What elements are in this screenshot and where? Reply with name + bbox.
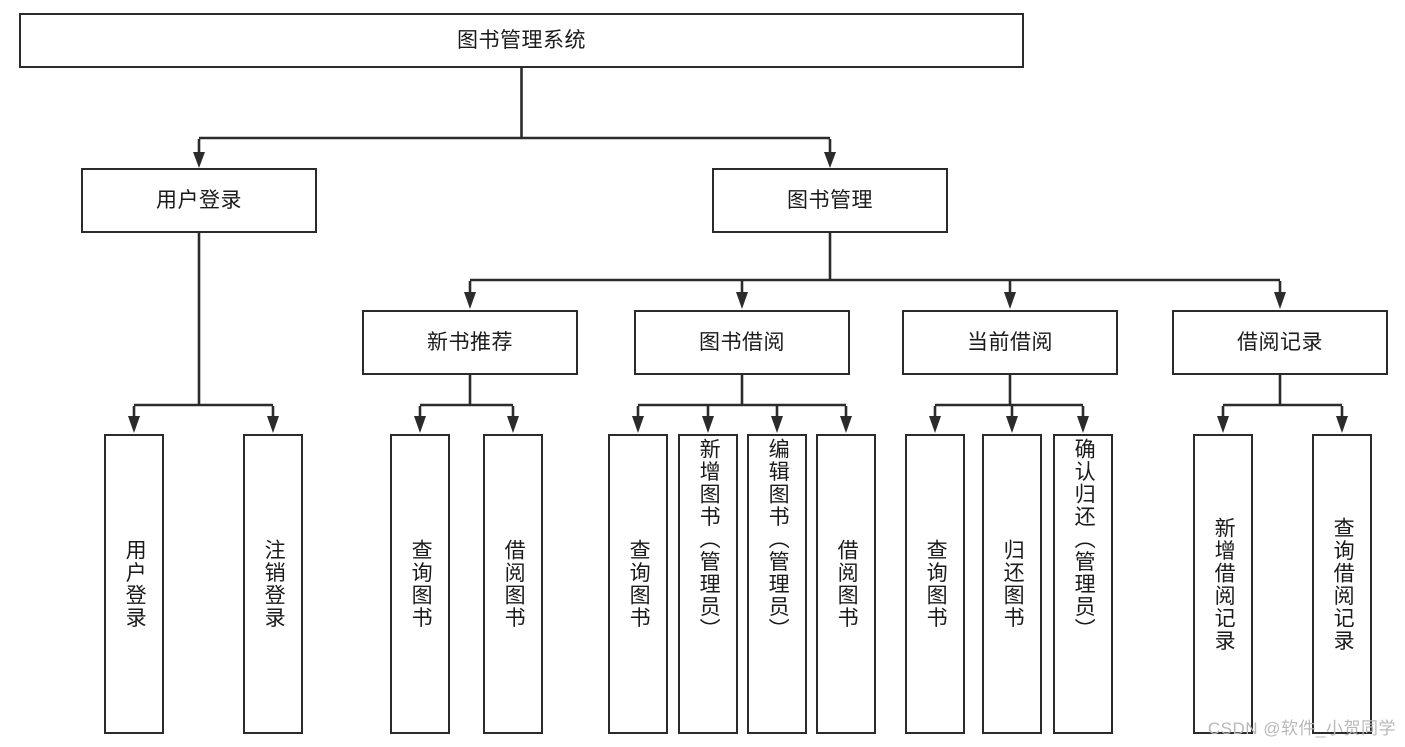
leaf-add-book[interactable]: 新增图书（管理员） — [678, 434, 738, 734]
node-borrow-record-label: 借阅记录 — [1237, 330, 1323, 354]
leaf-query-book-3[interactable]: 查询图书 — [905, 434, 965, 734]
leaf-query-book-3-label: 查询图书 — [924, 539, 948, 629]
leaf-user-login[interactable]: 用户登录 — [104, 434, 164, 734]
leaf-return-book[interactable]: 归还图书 — [982, 434, 1042, 734]
edge-root-to-level2 — [193, 68, 836, 168]
leaf-query-book-1-label: 查询图书 — [409, 539, 433, 629]
leaf-return-book-label: 归还图书 — [1001, 539, 1025, 629]
node-book-manage[interactable]: 图书管理 — [712, 168, 948, 233]
csdn-watermark: CSDN @软件_小贺同学 — [1207, 719, 1396, 738]
leaf-query-book-2-label: 查询图书 — [627, 539, 651, 629]
node-new-book-recommend-label: 新书推荐 — [427, 330, 513, 354]
leaf-confirm-return-label: 确认归还（管理员） — [1072, 438, 1096, 641]
edge-bookborrow-to-leaves — [632, 375, 852, 433]
leaf-add-book-label: 新增图书（管理员） — [697, 438, 721, 641]
node-root-label: 图书管理系统 — [457, 28, 586, 52]
leaf-edit-book-label: 编辑图书（管理员） — [766, 438, 790, 641]
edge-borrowrecord-to-leaves — [1217, 375, 1348, 433]
leaf-logout[interactable]: 注销登录 — [243, 434, 303, 734]
node-new-book-recommend[interactable]: 新书推荐 — [362, 310, 578, 375]
node-root[interactable]: 图书管理系统 — [19, 13, 1024, 68]
node-book-borrow[interactable]: 图书借阅 — [634, 310, 850, 375]
node-book-borrow-label: 图书借阅 — [699, 330, 785, 354]
edge-newbook-to-leaves — [414, 375, 519, 433]
node-borrow-record[interactable]: 借阅记录 — [1172, 310, 1388, 375]
leaf-user-login-label: 用户登录 — [123, 539, 147, 629]
leaf-logout-label: 注销登录 — [262, 539, 286, 629]
leaf-confirm-return[interactable]: 确认归还（管理员） — [1053, 434, 1113, 734]
node-current-borrow-label: 当前借阅 — [967, 330, 1053, 354]
leaf-borrow-book-2-label: 借阅图书 — [835, 539, 859, 629]
leaf-borrow-book-2[interactable]: 借阅图书 — [816, 434, 876, 734]
leaf-query-book-2[interactable]: 查询图书 — [608, 434, 668, 734]
leaf-edit-book[interactable]: 编辑图书（管理员） — [747, 434, 807, 734]
node-current-borrow[interactable]: 当前借阅 — [902, 310, 1118, 375]
edge-userlogin-to-leaves — [128, 233, 279, 433]
leaf-query-borrow-record-label: 查询借阅记录 — [1331, 516, 1355, 652]
edge-bookmanage-to-level3 — [464, 233, 1286, 309]
node-user-login[interactable]: 用户登录 — [81, 168, 317, 233]
node-book-manage-label: 图书管理 — [787, 188, 873, 212]
leaf-add-borrow-record[interactable]: 新增借阅记录 — [1193, 434, 1253, 734]
leaf-borrow-book-1-label: 借阅图书 — [502, 539, 526, 629]
leaf-add-borrow-record-label: 新增借阅记录 — [1212, 516, 1236, 652]
leaf-query-book-1[interactable]: 查询图书 — [390, 434, 450, 734]
leaf-borrow-book-1[interactable]: 借阅图书 — [483, 434, 543, 734]
edge-currentborrow-to-leaves — [929, 375, 1089, 433]
node-user-login-label: 用户登录 — [156, 188, 242, 212]
leaf-query-borrow-record[interactable]: 查询借阅记录 — [1312, 434, 1372, 734]
